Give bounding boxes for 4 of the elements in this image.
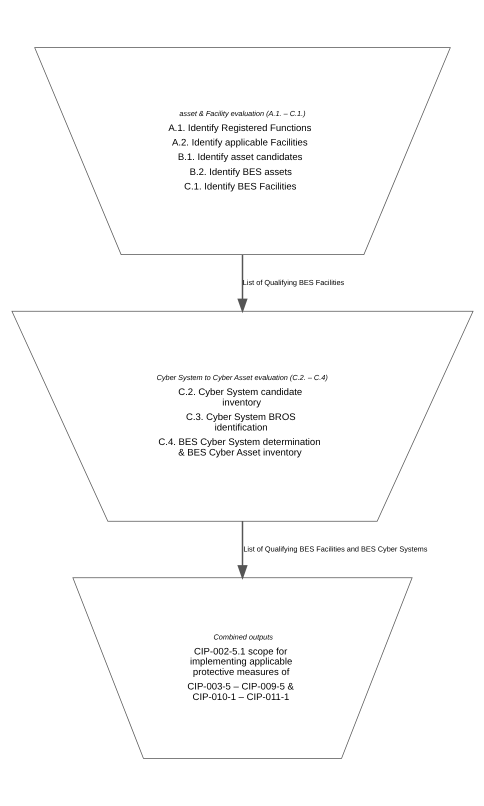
arrow: [236, 521, 248, 580]
arrow: [236, 254, 248, 314]
edge-label: List of Qualifying BES Facilities and BES Cyber Systems: [242, 544, 427, 554]
edge-label: List of Qualifying BES Facilities: [242, 278, 344, 287]
